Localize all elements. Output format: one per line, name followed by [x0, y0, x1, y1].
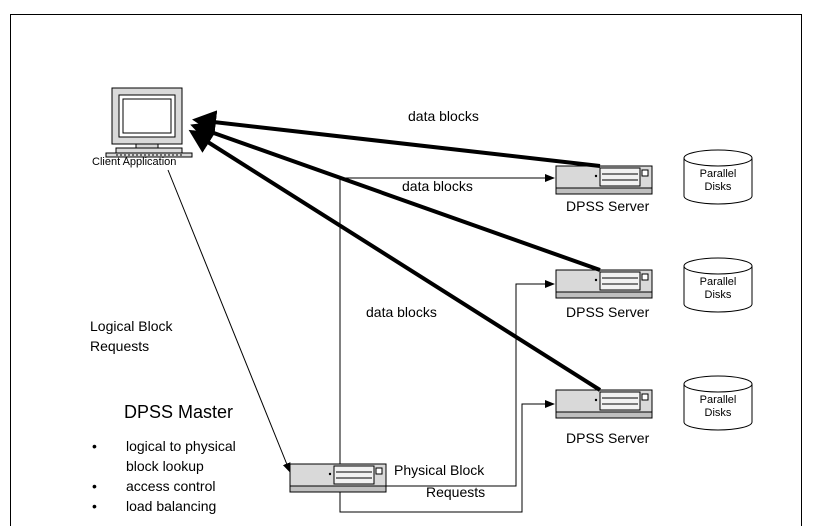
- data-blocks-label-2: data blocks: [402, 178, 473, 194]
- master-function-item: load balancing: [92, 496, 236, 516]
- client-computer-icon: [105, 87, 193, 158]
- disk-label-3-line2: Disks: [704, 407, 732, 419]
- dpss-server-label-2: DPSS Server: [566, 304, 650, 320]
- physical-requests-label-line2: Requests: [426, 484, 486, 500]
- disk-label-2: Parallel Disks: [688, 276, 748, 302]
- data-blocks-label-1: data blocks: [408, 108, 479, 124]
- dpss-server-icon-2: [555, 269, 653, 299]
- parallel-disks-icon-1: [683, 149, 753, 205]
- disk-label-3: Parallel Disks: [688, 394, 748, 420]
- data-blocks-arrow-2: [190, 121, 601, 272]
- client-label: Client Application: [92, 156, 177, 168]
- disk-label-2-line1: Parallel: [699, 276, 737, 288]
- dpss-server-label-1: DPSS Server: [566, 198, 650, 214]
- master-function-item: access control: [92, 476, 236, 496]
- master-function-3-line1: load balancing: [126, 498, 217, 514]
- disk-label-1: Parallel Disks: [688, 168, 748, 194]
- dpss-server-icon-1: [555, 165, 653, 195]
- parallel-disks-icon-3: [683, 375, 753, 431]
- parallel-disks-icon-2: [683, 257, 753, 313]
- data-blocks-label-3: data blocks: [366, 304, 437, 320]
- dpss-server-icon-3: [555, 389, 653, 419]
- logical-request-arrow: [167, 169, 291, 473]
- physical-request-arrow-1: [339, 177, 548, 464]
- disk-label-1-line1: Parallel: [699, 168, 737, 180]
- disk-label-2-line2: Disks: [704, 289, 732, 301]
- physical-requests-label-line1: Physical Block: [394, 462, 485, 478]
- diagram-frame: [10, 14, 802, 526]
- dpss-server-label-3: DPSS Server: [566, 430, 650, 446]
- logical-requests-label-line2: Requests: [90, 338, 150, 354]
- data-blocks-arrow-3: [188, 129, 602, 392]
- data-blocks-arrow-1: [192, 110, 601, 168]
- dpss-master-title: DPSS Master: [124, 402, 234, 422]
- master-function-1-line2: block lookup: [126, 458, 204, 474]
- master-functions-list: logical to physical block lookup access …: [92, 436, 236, 516]
- logical-requests-label-line1: Logical Block: [90, 318, 173, 334]
- dpss-master-server-icon: [289, 463, 387, 493]
- master-function-item: logical to physical block lookup: [92, 436, 236, 476]
- master-function-1-line1: logical to physical: [126, 438, 236, 454]
- disk-label-1-line2: Disks: [704, 181, 732, 193]
- physical-request-arrow-3: [339, 400, 555, 513]
- master-function-2-line1: access control: [126, 478, 216, 494]
- disk-label-3-line1: Parallel: [699, 394, 737, 406]
- physical-request-arrow-2: [386, 280, 555, 487]
